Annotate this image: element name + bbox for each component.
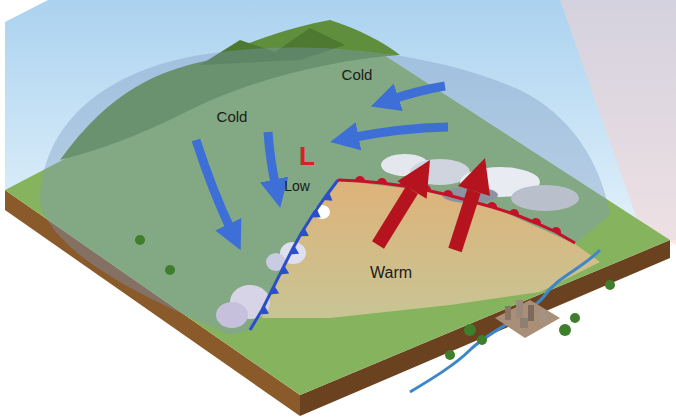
warm-arrowhead (458, 158, 490, 196)
tree (477, 335, 487, 345)
cold-arrow (196, 140, 232, 232)
cold-air-arrows (196, 86, 448, 232)
warm-arrow (378, 190, 412, 245)
tree (570, 313, 580, 323)
building (520, 318, 528, 328)
ground (5, 20, 670, 395)
warm-arrowhead (397, 160, 430, 199)
air-mass-label: Warm (370, 264, 412, 282)
air-mass-label: Cold (342, 67, 373, 84)
tree (165, 265, 175, 275)
cold-arrow (268, 132, 276, 188)
trees (135, 235, 615, 360)
cold-air-dome (40, 48, 610, 335)
city-block (495, 300, 560, 338)
air-mass-label: Cold (217, 109, 248, 126)
tree (445, 350, 455, 360)
cloud (511, 185, 579, 211)
tree (464, 324, 476, 336)
river (410, 250, 600, 392)
warm-air-arrows (378, 158, 490, 250)
cold-front (250, 180, 338, 330)
city (495, 300, 560, 338)
tree (135, 235, 145, 245)
tree (605, 280, 615, 290)
warm-arrow (455, 191, 474, 250)
cloud (216, 302, 248, 328)
cold-arrow (350, 127, 448, 138)
cold-arrow (390, 86, 445, 100)
tree (559, 324, 571, 336)
pressure-label: Low (284, 179, 310, 194)
building (540, 310, 547, 322)
building (505, 306, 511, 320)
building (516, 300, 523, 318)
building (528, 305, 534, 321)
pressure-symbol: L (299, 142, 315, 171)
